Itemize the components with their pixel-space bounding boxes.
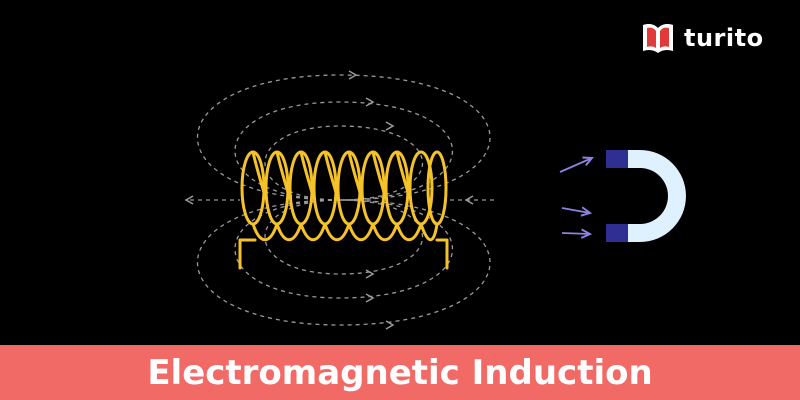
arrow-right-3 xyxy=(386,122,393,130)
coil-turn-6 xyxy=(362,152,384,224)
coil-lead-left xyxy=(240,240,255,268)
arrow-right-4 xyxy=(366,294,373,302)
arrow-right-6 xyxy=(386,321,393,329)
motion-arrow-top xyxy=(560,158,592,172)
coil-turn-4 xyxy=(314,152,336,224)
coil-bottom-links xyxy=(253,224,437,240)
motion-arrow-bottom xyxy=(562,233,590,234)
arrow-right-2 xyxy=(366,98,373,106)
title-banner: Electromagnetic Induction xyxy=(0,345,800,400)
field-loop-bottom-middle xyxy=(235,200,453,298)
brand-logo[interactable]: turito xyxy=(640,20,764,56)
horseshoe-magnet-icon xyxy=(606,150,686,242)
brand-name: turito xyxy=(684,26,764,50)
motion-arrow-middle xyxy=(562,208,590,213)
magnet-pole-top xyxy=(606,150,628,168)
coil-lead-right xyxy=(437,240,447,268)
magnetic-field-lines xyxy=(190,75,495,325)
coil-turn-5 xyxy=(338,152,360,224)
coil-turn-3 xyxy=(290,152,312,224)
arrow-right-5 xyxy=(366,270,373,278)
book-icon xyxy=(640,21,676,55)
magnet-pole-bottom xyxy=(606,224,628,242)
motion-arrows xyxy=(560,158,592,234)
banner-title: Electromagnetic Induction xyxy=(147,356,652,390)
coil-turn-7 xyxy=(386,152,408,224)
coil-icon xyxy=(240,152,447,268)
